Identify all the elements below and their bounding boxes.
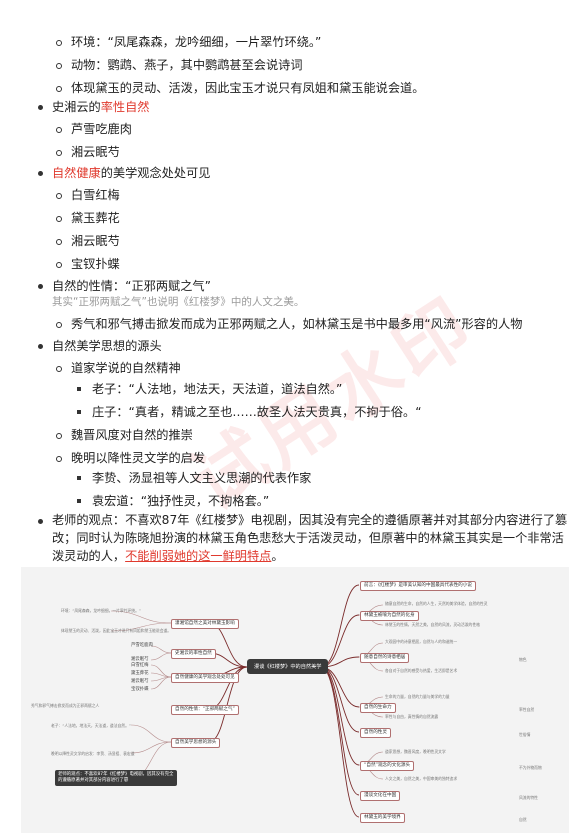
teacher-line-2: 改；同时认为陈晓旭扮演的林黛玉角色悲愁大于活泼灵动，但原著中的林黛玉其实是一个非… bbox=[52, 531, 564, 545]
bullet-hollow-icon bbox=[56, 216, 62, 222]
mindmap-red-note: 风流的特性 bbox=[519, 795, 538, 800]
outline-item-reflect: 体现黛玉的灵动、活泼，因此宝玉才说只有凤姐和黛玉能说会道。 bbox=[71, 81, 425, 95]
xiangyun-prefix: 史湘云的 bbox=[52, 100, 101, 114]
mindmap-left-node: 自然的性情：“正邪两赋之气” bbox=[171, 705, 239, 715]
mindmap-leaf: 宝钗扑蝶 bbox=[131, 687, 149, 692]
outline-item-zhuangzi: 庄子：“真者，精诚之至也……故圣人法天贵真，不拘于俗。“ bbox=[92, 405, 422, 419]
teacher-highlight: 不能削弱她的这一鲜明特点 bbox=[125, 549, 272, 563]
bullet-hollow-icon bbox=[56, 40, 62, 46]
mindmap-red-note: 率性自然 bbox=[519, 707, 535, 712]
teacher-line-3-end: 。 bbox=[271, 549, 284, 563]
bullet-square-icon bbox=[77, 476, 81, 480]
bullet-solid-icon bbox=[38, 344, 43, 349]
outline-item-lizhi: 李贽、汤显祖等人文主义思潮的代表作家 bbox=[92, 471, 312, 485]
outline-item-baochai: 宝钗扑蝶 bbox=[71, 257, 120, 271]
health-highlight: 自然健康 bbox=[52, 166, 101, 180]
outline-item-xiangyun: 史湘云的率性自然 bbox=[52, 99, 150, 115]
teacher-line-3: 泼灵动的人，不能削弱她的这一鲜明特点。 bbox=[52, 547, 284, 566]
xiangyun-highlight: 率性自然 bbox=[100, 100, 150, 114]
mindmap-image: 漫谈《红楼梦》中的自然美学 前言：《红楼梦》是审美认知的中国最具代表性的小说 林… bbox=[21, 567, 569, 833]
mindmap-leaf: 芦雪吃鹿肉 bbox=[131, 643, 153, 648]
outline-item-lu: 芦雪吃鹿肉 bbox=[71, 122, 132, 136]
outline-item-source: 自然美学思想的源头 bbox=[52, 339, 162, 353]
bullet-hollow-icon bbox=[56, 63, 62, 69]
mindmap-left-node: 史湘云的率性自然 bbox=[171, 649, 216, 659]
mindmap-leaf: 湘云眠芍 bbox=[131, 679, 149, 684]
outline-item-xiangyun-sleep-2: 湘云眠芍 bbox=[71, 234, 120, 248]
bullet-hollow-icon bbox=[56, 239, 62, 245]
outline-item-xiangyun-sleep: 湘云眠芍 bbox=[71, 145, 120, 159]
mindmap-red-note: 物色 bbox=[519, 657, 527, 662]
bullet-hollow-icon bbox=[56, 262, 62, 268]
bullet-solid-icon bbox=[38, 171, 43, 176]
mindmap-right-node: 前言：《红楼梦》是审美认知的中国最具代表性的小说 bbox=[360, 581, 476, 591]
teacher-line-3-prefix: 泼灵动的人， bbox=[52, 549, 126, 563]
mindmap-right-node: 自然的性灵 bbox=[360, 728, 391, 738]
outline-note-nature: 其实“正邪两赋之气”也说明《红楼梦》中的人文之美。 bbox=[52, 296, 305, 308]
mindmap-leaf: 湘云眠芍 bbox=[131, 657, 149, 662]
mindmap-right-node: 自然的生命力 bbox=[360, 703, 396, 713]
bullet-hollow-icon bbox=[56, 193, 62, 199]
mindmap-right-node: “自然”观念的文化源头 bbox=[360, 761, 415, 771]
mindmap-leaf: 黛玉葬花 bbox=[131, 671, 149, 676]
bullet-square-icon bbox=[77, 410, 81, 414]
outline-item-nature: 自然的性情：“正邪两赋之气” bbox=[52, 279, 211, 293]
bullet-square-icon bbox=[77, 499, 81, 503]
outline-item-animals: 动物：鹦鹉、燕子，其中鹦鹉甚至会说诗词 bbox=[71, 58, 303, 72]
mindmap-right-node: 随意自然的诗意栖居 bbox=[360, 653, 410, 663]
mindmap-red-note: 不为外物而物 bbox=[519, 765, 542, 770]
mindmap-right-node: 漫谈文化在中国 bbox=[360, 791, 401, 801]
bullet-hollow-icon bbox=[56, 366, 62, 372]
bullet-square-icon bbox=[77, 387, 81, 391]
outline-item-xiuqi: 秀气和邪气搏击掀发而成为正邪两赋之人，如林黛玉是书中最多用“风流”形容的人物 bbox=[71, 317, 523, 331]
mindmap-left-node: 自然美学思想的源头 bbox=[171, 738, 221, 748]
bullet-solid-icon bbox=[38, 105, 43, 110]
health-rest: 的美学观念处处可见 bbox=[100, 166, 211, 180]
bullet-hollow-icon bbox=[56, 322, 62, 328]
mindmap-center-node: 漫谈《红楼梦》中的自然美学 bbox=[247, 659, 329, 674]
mindmap-red-note: 自然 bbox=[519, 817, 527, 822]
bullet-hollow-icon bbox=[56, 150, 62, 156]
mindmap-left-node: 自然健康的美学观念处处可见 bbox=[171, 673, 239, 683]
outline-item-baixue: 白雪红梅 bbox=[71, 188, 120, 202]
outline-item-laozi: 老子：“人法地，地法天，天法道，道法自然。” bbox=[92, 382, 343, 396]
teacher-line-1: 老师的观点：不喜欢87年《红楼梦》电视剧，因其没有完全的遵循原著并对其部分内容进… bbox=[52, 513, 568, 527]
bullet-hollow-icon bbox=[56, 86, 62, 92]
mindmap-red-note: 世俗情 bbox=[519, 732, 531, 737]
outline-item-environment: 环境：“凤尾森森，龙吟细细，一片翠竹环绕。” bbox=[71, 35, 322, 49]
mindmap-connectors bbox=[110, 584, 384, 818]
bullet-solid-icon bbox=[38, 519, 43, 524]
bullet-solid-icon bbox=[38, 284, 43, 289]
mindmap-leaf: 白雪红梅 bbox=[131, 663, 149, 668]
outline-item-wanming: 晚明以降性灵文学的启发 bbox=[71, 451, 206, 465]
outline-item-taoism: 道家学说的自然精神 bbox=[71, 361, 181, 375]
bullet-hollow-icon bbox=[56, 456, 62, 462]
outline-item-health: 自然健康的美学观念处处可见 bbox=[52, 165, 210, 181]
mindmap-right-node: 林黛玉被喻为自然的化身 bbox=[360, 611, 419, 621]
mindmap-left-node: 潇湘馆自然之美对林黛玉影响 bbox=[171, 619, 239, 629]
outline-item-weijin: 魏晋风度对自然的推崇 bbox=[71, 428, 193, 442]
mindmap-teacher-note: 老师的观点：不喜欢87年《红楼梦》电视剧，因其没有完全的遵循原著并对其部分内容进… bbox=[55, 770, 177, 786]
bullet-hollow-icon bbox=[56, 433, 62, 439]
outline-item-yuan: 袁宏道：“独抒性灵，不拘格套。” bbox=[92, 494, 270, 508]
bullet-hollow-icon bbox=[56, 127, 62, 133]
mindmap-right-node: 林黛玉的美学境界 bbox=[360, 813, 405, 823]
outline-item-daiyu-flowers: 黛玉葬花 bbox=[71, 211, 120, 225]
